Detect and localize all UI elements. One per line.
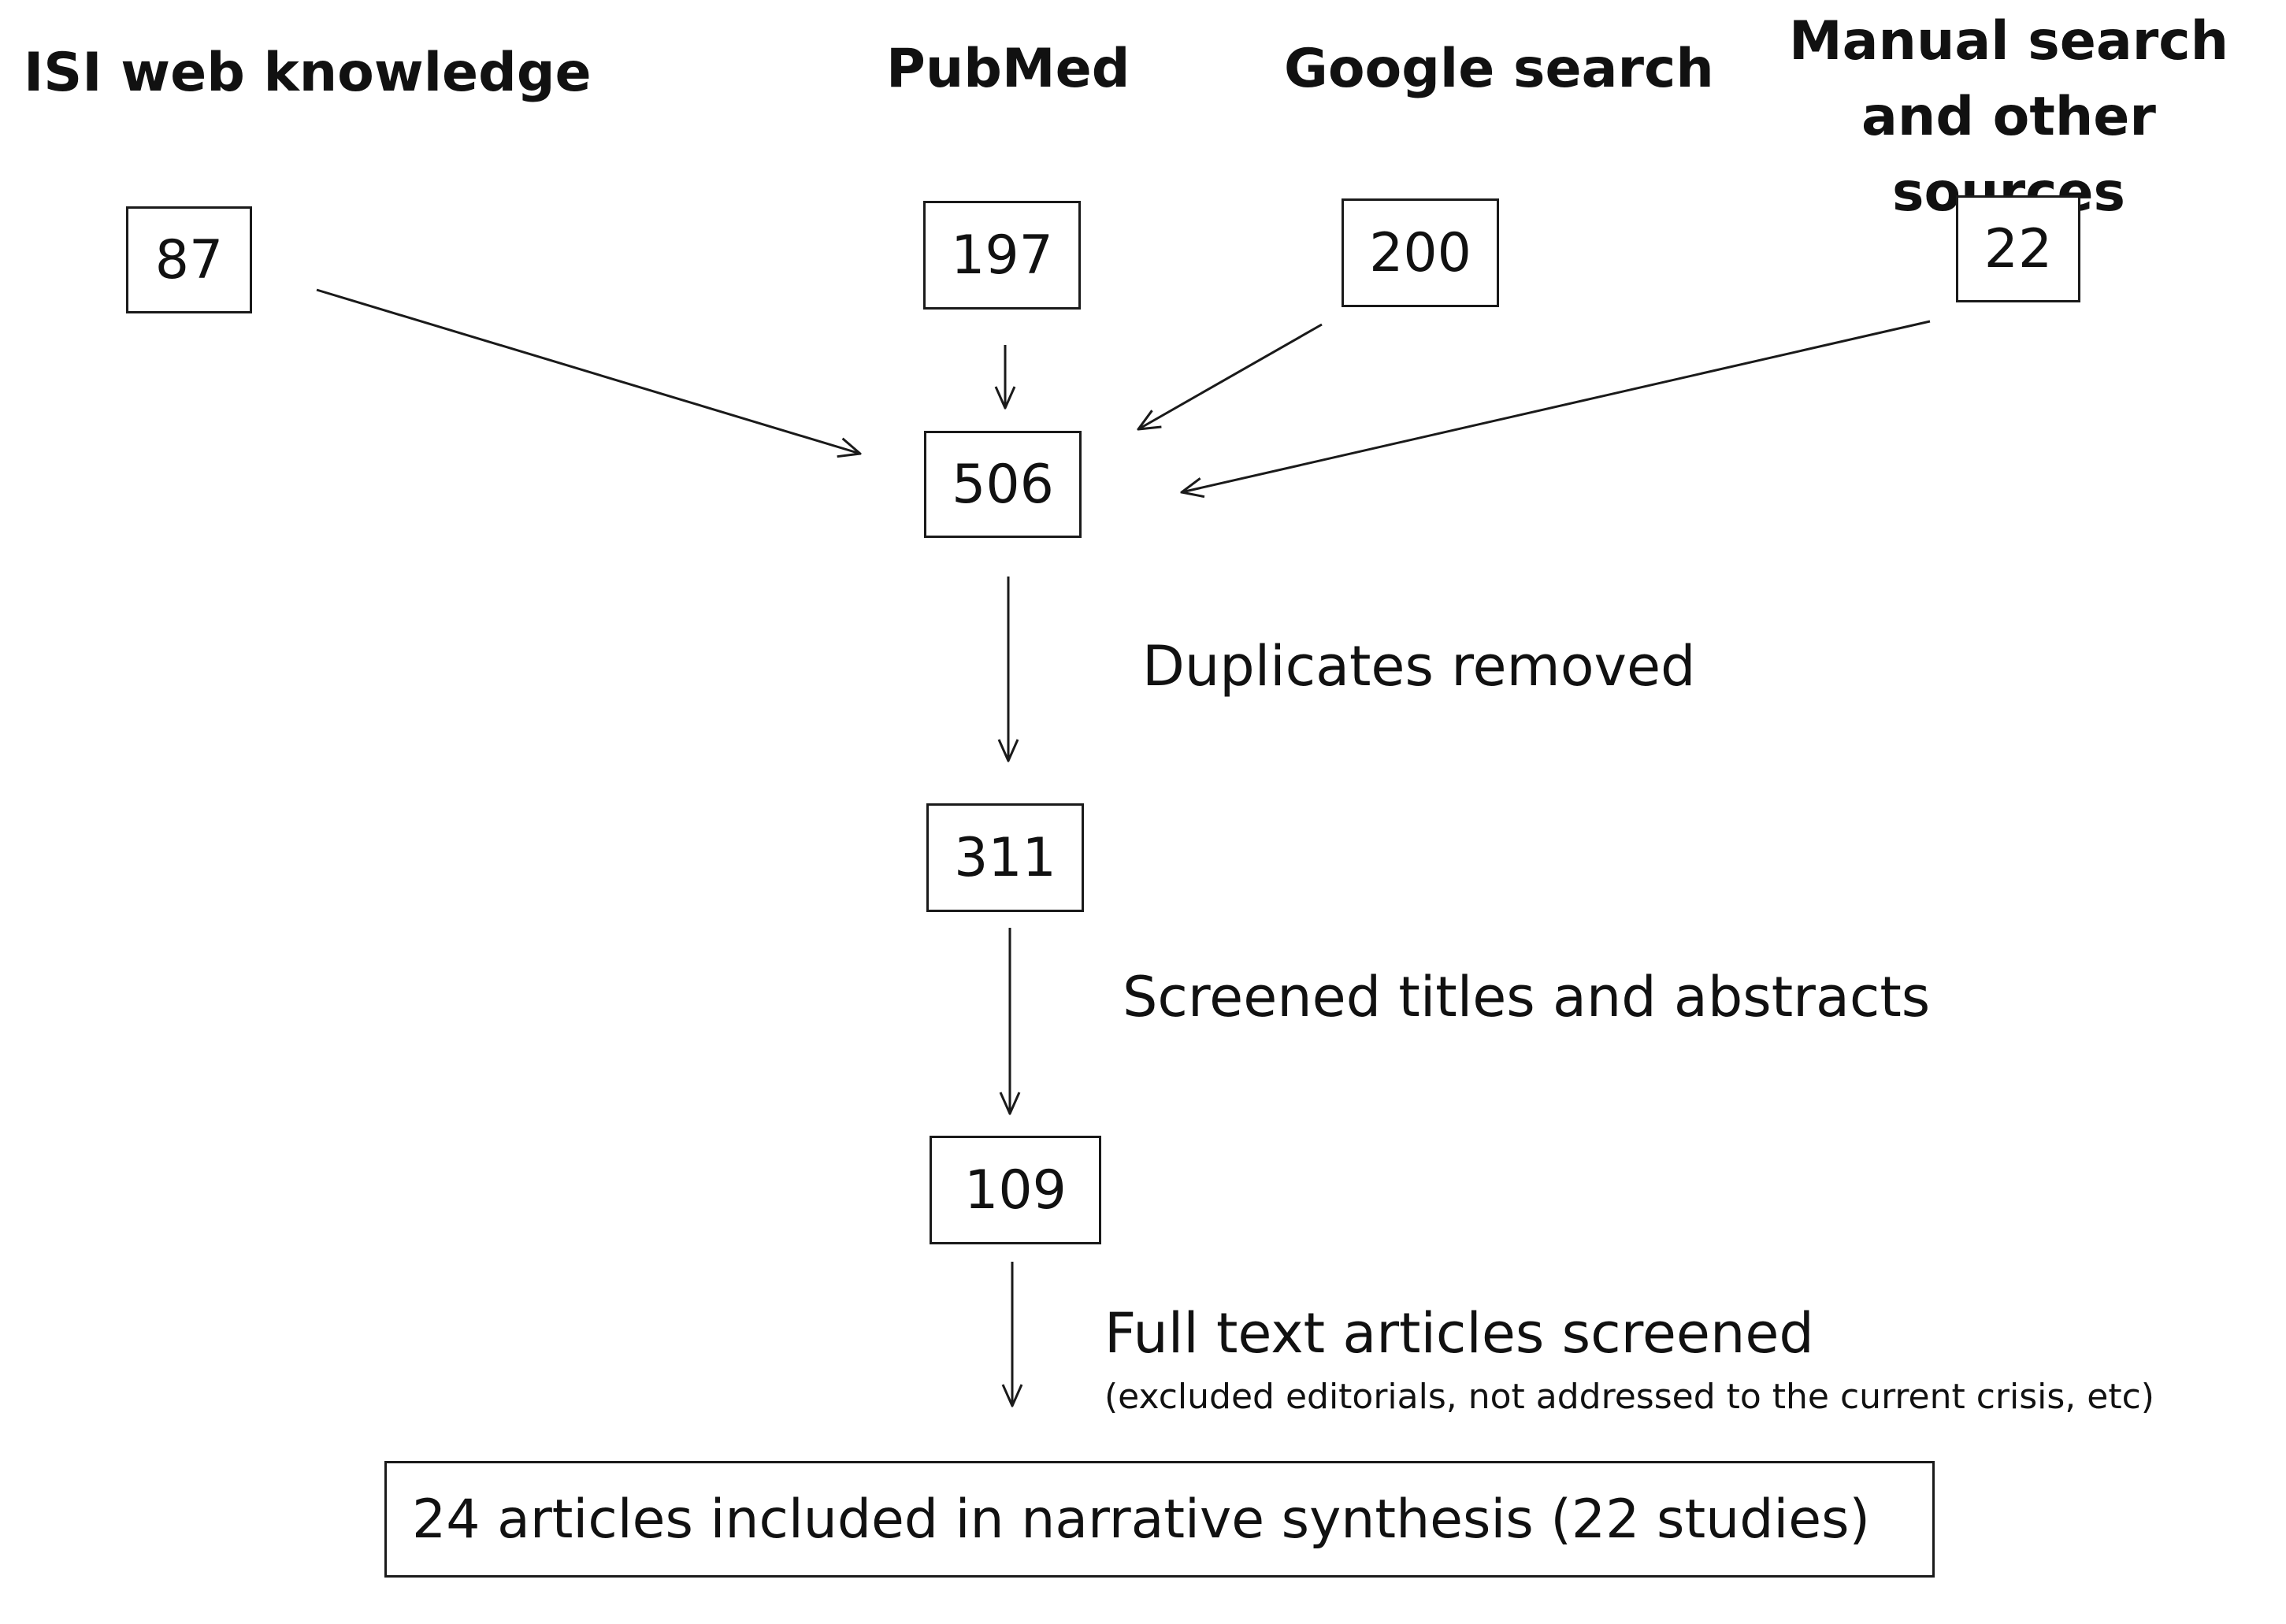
deduplicated-box: 311 xyxy=(926,803,1084,912)
final-text: 24 articles included in narrative synthe… xyxy=(412,1488,1871,1551)
count-value-google: 200 xyxy=(1369,221,1471,284)
screened-value: 109 xyxy=(964,1159,1067,1222)
step-label-fulltext: Full text articles screened xyxy=(1104,1301,1814,1366)
source-title-google: Google search xyxy=(1284,38,1714,100)
source-title-pubmed: PubMed xyxy=(886,38,1130,100)
combined-box: 506 xyxy=(924,431,1082,538)
count-box-isi: 87 xyxy=(126,206,252,313)
count-value-isi: 87 xyxy=(154,228,224,291)
screened-box: 109 xyxy=(930,1136,1101,1244)
deduplicated-value: 311 xyxy=(954,826,1056,889)
step-label-screening: Screened titles and abstracts xyxy=(1123,965,1931,1029)
count-box-manual: 22 xyxy=(1956,195,2080,302)
step-label-duplicates: Duplicates removed xyxy=(1142,634,1696,699)
arrow-isi-to-combined xyxy=(316,288,860,454)
count-box-pubmed: 197 xyxy=(923,201,1081,310)
count-value-manual: 22 xyxy=(1984,217,2053,280)
count-value-pubmed: 197 xyxy=(951,224,1053,287)
arrow-google-to-combined xyxy=(1138,323,1323,429)
source-title-manual: Manual search and other sources xyxy=(1789,10,2228,224)
source-title-isi: ISI web knowledge xyxy=(24,42,592,104)
count-box-google: 200 xyxy=(1342,198,1499,307)
combined-value: 506 xyxy=(952,453,1054,516)
step-note-fulltext: (excluded editorials, not addressed to t… xyxy=(1104,1377,2154,1417)
final-box: 24 articles included in narrative synthe… xyxy=(384,1461,1935,1578)
arrow-manual-to-combined xyxy=(1182,320,1931,492)
